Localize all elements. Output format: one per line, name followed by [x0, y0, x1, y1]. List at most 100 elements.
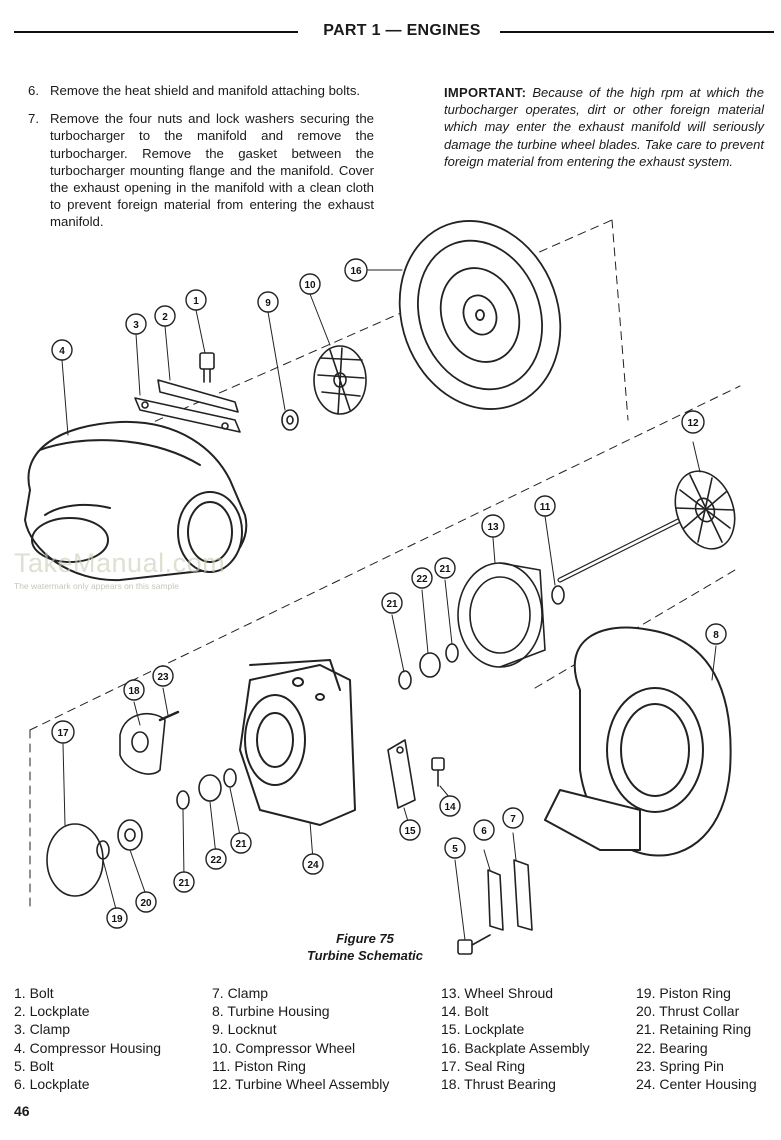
svg-text:16: 16: [350, 266, 362, 277]
callout-22b: 22: [205, 848, 227, 870]
callout-24: 24: [302, 853, 324, 875]
procedure-steps: 6. Remove the heat shield and manifold a…: [28, 82, 374, 242]
clamp-set: [134, 352, 241, 433]
important-text: Because of the high rpm at which the tur…: [444, 85, 764, 169]
legend-item: 14. Bolt: [441, 1003, 489, 1020]
figure-caption: Figure 75 Turbine Schematic: [290, 930, 440, 964]
axis-line-backplate: [611, 219, 629, 421]
svg-text:21: 21: [178, 878, 190, 889]
compressor-housing: [24, 420, 248, 582]
turbine-schematic-diagram: 1 2 3 4 9 10 16 12 11 13 21 22 21 8 23 1…: [24, 219, 741, 955]
step-7: 7. Remove the four nuts and lock washers…: [28, 110, 374, 230]
callout-10: 10: [299, 273, 321, 295]
svg-text:5: 5: [452, 844, 458, 855]
callout-21d: 21: [230, 832, 252, 854]
svg-text:3: 3: [133, 320, 139, 331]
legend-item: 6. Lockplate: [14, 1076, 90, 1093]
svg-text:15: 15: [404, 826, 416, 837]
lower-clamp-set: [457, 859, 533, 955]
callout-8: 8: [705, 623, 727, 645]
upper-bearing-set: [398, 643, 459, 690]
turbine-wheel-assembly: [557, 470, 736, 583]
legend-item: 24. Center Housing: [636, 1076, 757, 1093]
step-number: 7.: [28, 111, 39, 127]
legend-item: 7. Clamp: [212, 985, 269, 1001]
legend-item: 17. Seal Ring: [441, 1057, 526, 1074]
watermark: TakeManual.com The watermark only appear…: [14, 548, 225, 591]
legend-item: 2. Lockplate: [14, 1003, 90, 1020]
step-text: Remove the four nuts and lock washers se…: [50, 111, 374, 230]
figure-title: Turbine Schematic: [306, 948, 424, 963]
legend-item: 8. Turbine Housing: [212, 1003, 330, 1020]
legend-column-4: 19. Piston Ring 20. Thrust Collar 21. Re…: [636, 984, 757, 1093]
legend-item: 23. Spring Pin: [636, 1057, 724, 1074]
svg-text:6: 6: [481, 826, 487, 837]
thrust-bearing: [119, 713, 166, 775]
callout-6: 6: [473, 819, 495, 841]
svg-text:23: 23: [157, 672, 169, 683]
svg-text:13: 13: [487, 522, 499, 533]
lockplate-15: [387, 739, 416, 809]
legend-item: 20. Thrust Collar: [636, 1003, 740, 1020]
wheel-shroud: [457, 562, 546, 668]
legend-item: 19. Piston Ring: [636, 985, 731, 1001]
page-number: 46: [14, 1103, 30, 1119]
legend-item: 18. Thrust Bearing: [441, 1076, 556, 1093]
svg-text:17: 17: [57, 728, 69, 739]
svg-text:8: 8: [713, 630, 719, 641]
callout-17: 17: [51, 720, 75, 744]
svg-text:14: 14: [444, 802, 456, 813]
callout-13: 13: [481, 514, 505, 538]
turbine-housing: [544, 626, 732, 857]
callout-1: 1: [185, 289, 207, 311]
svg-text:22: 22: [210, 855, 222, 866]
callout-20: 20: [135, 891, 157, 913]
step-text: Remove the heat shield and manifold atta…: [50, 83, 361, 98]
backplate-assembly: [398, 220, 562, 410]
callouts: 1 2 3 4 9 10 16 12 11 13 21 22 21 8 23 1…: [51, 258, 727, 929]
watermark-brand: TakeManual.com: [14, 548, 226, 578]
callout-14: 14: [439, 795, 461, 817]
center-housing: [239, 659, 356, 826]
legend-item: 3. Clamp: [14, 1021, 71, 1038]
figure-number: Figure 75: [336, 931, 394, 946]
svg-text:24: 24: [307, 860, 319, 871]
lower-bearing-set: [176, 768, 237, 810]
callout-4: 4: [51, 339, 73, 361]
svg-text:19: 19: [111, 914, 123, 925]
callout-15: 15: [399, 819, 421, 841]
svg-text:4: 4: [59, 346, 65, 357]
legend-column-3: 13. Wheel Shroud 14. Bolt 15. Lockplate …: [441, 984, 590, 1093]
locknut: [281, 409, 299, 431]
step-6: 6. Remove the heat shield and manifold a…: [28, 82, 374, 99]
page-header: PART 1 — ENGINES: [14, 22, 774, 42]
callout-21a: 21: [381, 592, 403, 614]
legend-item: 9. Locknut: [212, 1021, 277, 1038]
svg-text:21: 21: [439, 564, 451, 575]
callout-3: 3: [125, 313, 147, 335]
callout-5: 5: [444, 837, 466, 859]
compressor-wheel: [313, 345, 367, 415]
legend-item: 11. Piston Ring: [212, 1057, 306, 1074]
legend-item: 13. Wheel Shroud: [441, 985, 554, 1001]
axis-line-lower: [29, 385, 741, 731]
svg-text:7: 7: [510, 814, 516, 825]
legend-item: 15. Lockplate: [441, 1021, 525, 1038]
legend-item: 12. Turbine Wheel Assembly: [212, 1076, 390, 1093]
callout-11: 11: [534, 495, 556, 517]
legend-item: 10. Compressor Wheel: [212, 1039, 356, 1056]
legend-item: 5. Bolt: [14, 1057, 54, 1074]
callout-2: 2: [154, 305, 176, 327]
svg-text:21: 21: [235, 839, 247, 850]
callout-21b: 21: [434, 557, 456, 579]
thrust-collar: [117, 819, 143, 851]
header-rule-right: [500, 31, 774, 33]
callout-23: 23: [152, 665, 174, 687]
callout-19: 19: [106, 907, 128, 929]
important-note: IMPORTANT: Because of the high rpm at wh…: [444, 84, 764, 170]
callout-22a: 22: [411, 567, 433, 589]
callout-16: 16: [344, 258, 368, 282]
watermark-note: The watermark only appears on this sampl…: [14, 581, 179, 591]
svg-text:9: 9: [265, 298, 271, 309]
legend-column-2: 7. Clamp 8. Turbine Housing 9. Locknut 1…: [212, 984, 389, 1093]
